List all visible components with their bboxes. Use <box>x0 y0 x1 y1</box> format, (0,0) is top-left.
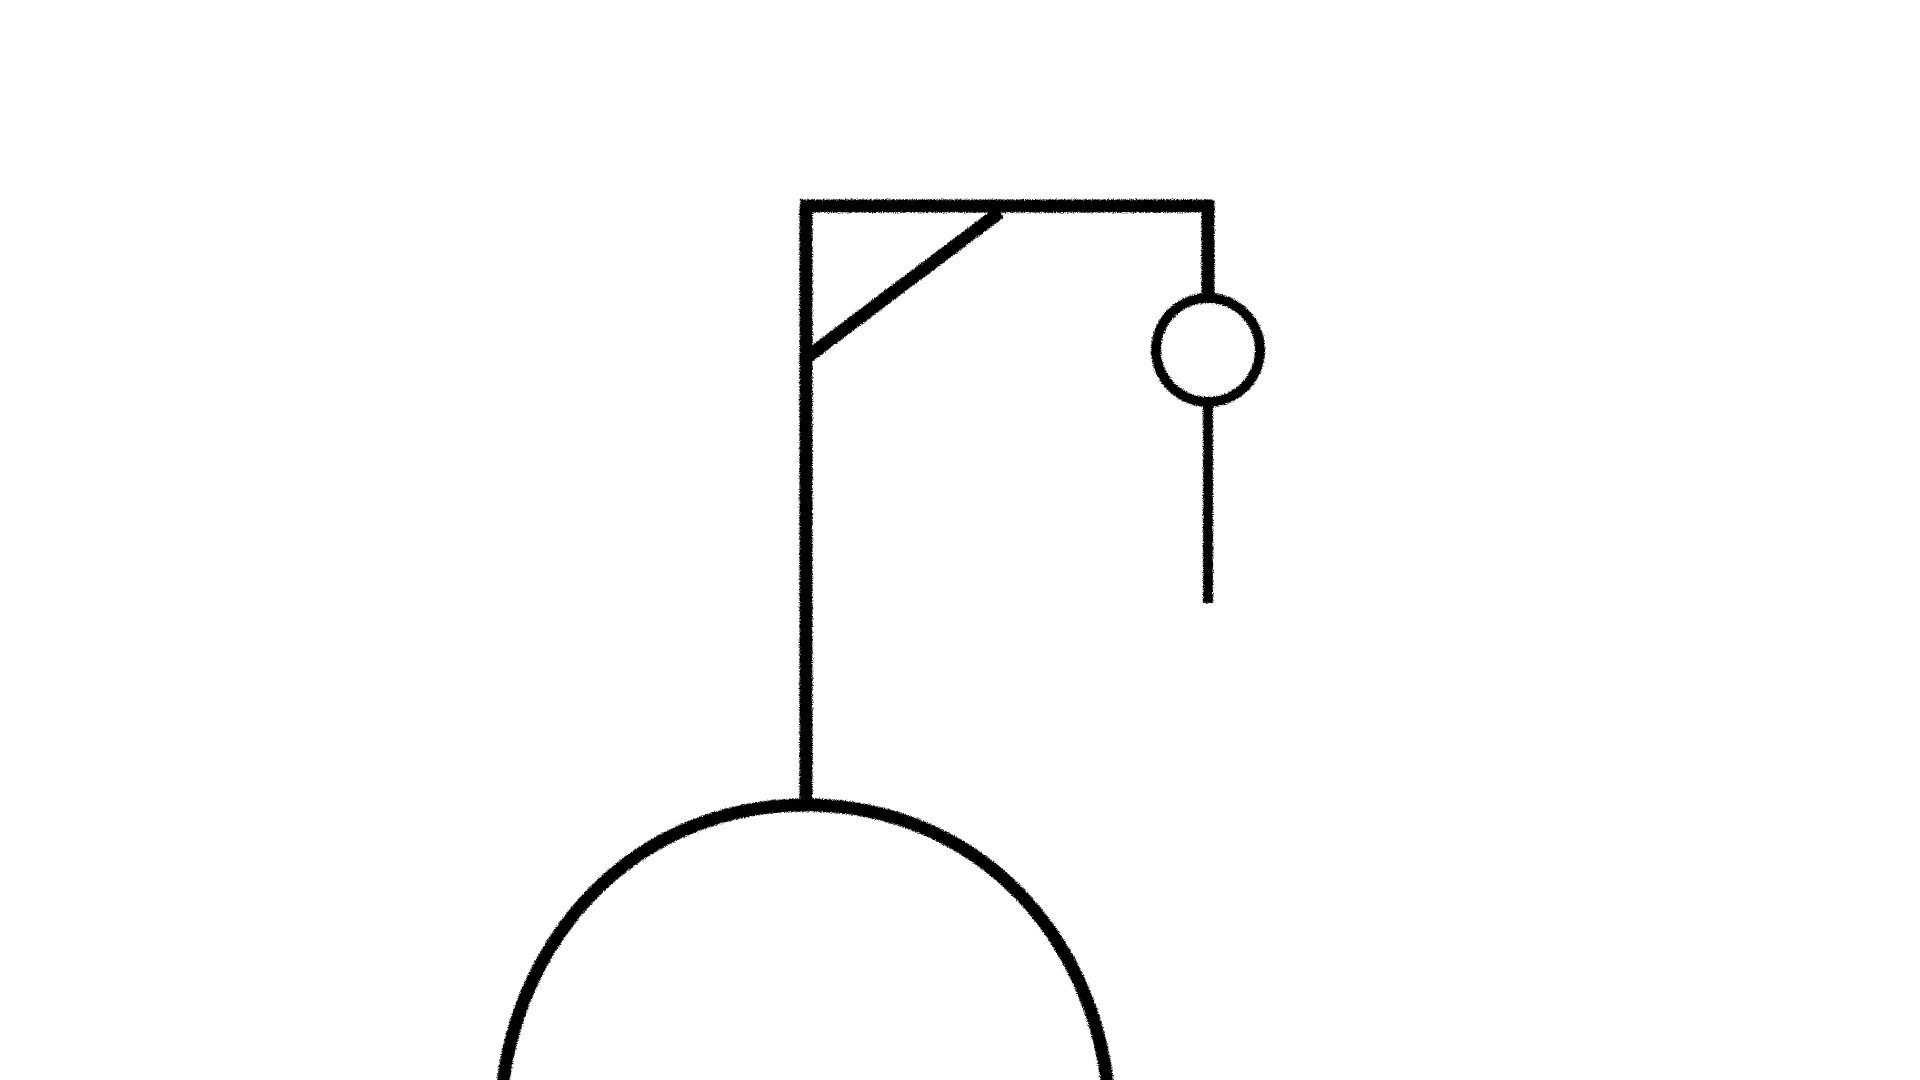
figure-head <box>1151 293 1265 407</box>
hangman-figure <box>1151 293 1265 603</box>
gallows <box>496 199 1215 1080</box>
gallows-brace <box>802 206 1004 364</box>
gallows-mound <box>496 798 1114 1080</box>
